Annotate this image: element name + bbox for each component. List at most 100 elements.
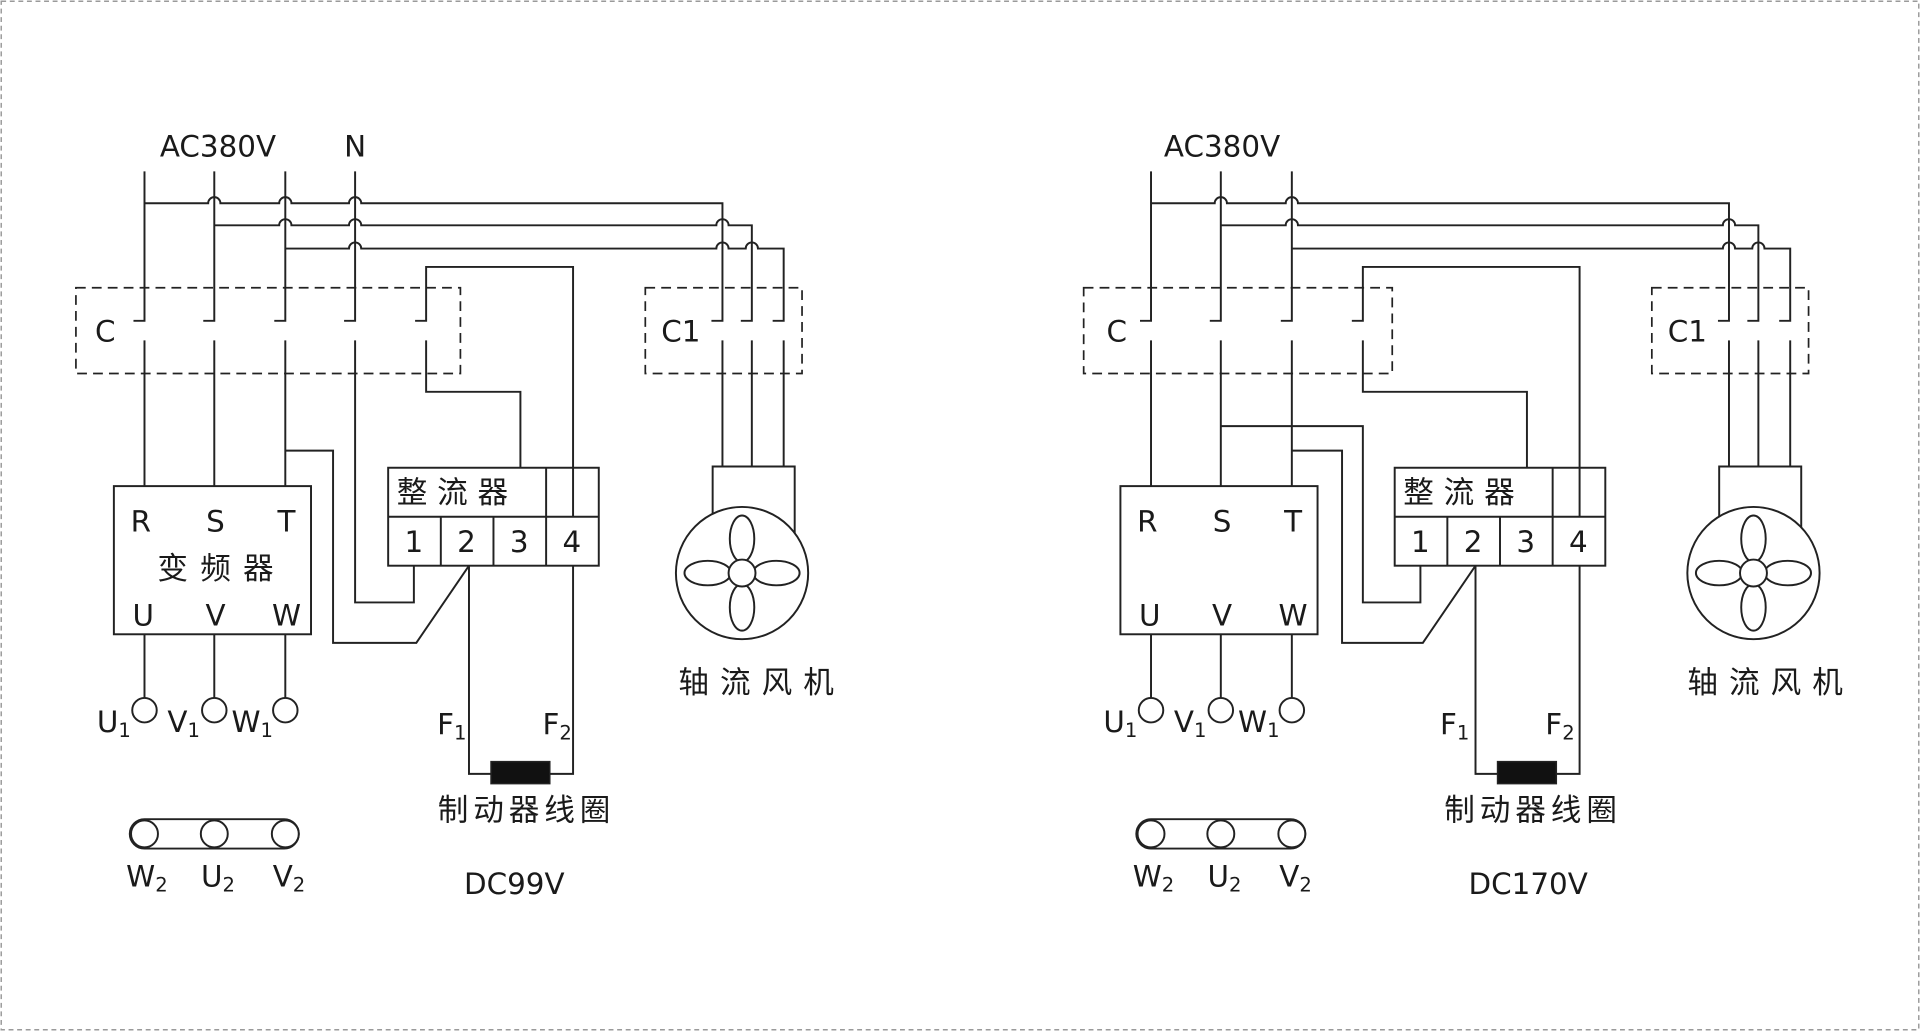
- terminal-w2-sub: 2: [1162, 873, 1174, 896]
- rectifier-switch-wire-lower: [1361, 340, 1528, 468]
- terminal-w2-label: W2: [1133, 860, 1175, 897]
- coil-terminal-f2-label: F2: [1545, 708, 1574, 745]
- brake-coil-label: 制动器线圈: [1444, 793, 1622, 828]
- phase-r-wire-upper: [133, 171, 146, 322]
- terminal-v1-base: V: [1174, 705, 1194, 739]
- fan-feed-s-wire: [214, 218, 753, 322]
- coil-f2-base: F: [542, 708, 559, 742]
- terminal-w2-circle: [1136, 819, 1166, 849]
- contactor-c1-label: C1: [661, 315, 700, 349]
- terminal-w1-sub: 1: [1267, 719, 1279, 742]
- inverter-output-w: W: [272, 599, 301, 633]
- fan-feed-s-wire: [1220, 218, 1760, 322]
- rectifier-terminal-3: 3: [1516, 525, 1535, 559]
- terminal-u2-circle: [1206, 819, 1236, 849]
- fan-blade-left: [683, 559, 732, 587]
- terminal-u2-label: U2: [1207, 860, 1241, 897]
- contactor-c-box: [1082, 286, 1394, 375]
- fan-blade-right: [1763, 559, 1812, 587]
- fan-blade-bottom: [1740, 583, 1767, 632]
- fan-hub: [1739, 558, 1768, 588]
- brake-coil-symbol: [1496, 760, 1558, 785]
- terminal-w1-circle: [1278, 696, 1306, 724]
- terminal-u1-circle: [131, 696, 158, 724]
- fan-blade-left: [1694, 559, 1744, 587]
- contactor-c-label: C: [1106, 315, 1127, 349]
- rectifier-terminal-3: 3: [510, 525, 529, 559]
- terminal-v1-circle: [1207, 696, 1235, 724]
- rectifier-switch-wire-lower: [425, 340, 522, 468]
- inverter-output-u: U: [1139, 599, 1161, 633]
- fan-hub: [727, 558, 757, 588]
- terminal-v2-label: V2: [1279, 860, 1312, 897]
- coil-f1-sub: 1: [1457, 722, 1469, 745]
- fan-blade-top: [728, 514, 756, 564]
- inverter-output-u: U: [133, 599, 155, 633]
- fan-terminal-box: [1718, 465, 1803, 539]
- inverter-input-s: S: [1213, 504, 1232, 538]
- coil-terminal-f2-label: F2: [542, 708, 571, 745]
- rectifier-switch-wire-upper: [1351, 265, 1581, 517]
- terminal-v1-sub: 1: [187, 719, 199, 742]
- terminal-v2-sub: 2: [1299, 873, 1311, 896]
- inverter-input-t: T: [1283, 504, 1303, 538]
- contactor-c-label: C: [95, 315, 116, 349]
- coil-voltage-label: DC99V: [464, 867, 565, 901]
- contactor-c1-box: [644, 286, 803, 375]
- phase-r-wire-upper: [1140, 171, 1152, 322]
- phase-t-to-rectifier-wire: [285, 449, 470, 644]
- coil-terminal-f1-label: F1: [1440, 708, 1469, 745]
- brake-coil-wire-f2: [1556, 565, 1581, 775]
- terminal-u2-label: U2: [201, 860, 235, 897]
- left-wiring-diagram: AC380V N C C1 R S T 变频器 U: [75, 130, 845, 901]
- neutral-label: N: [344, 130, 366, 164]
- rectifier-cell-dividers: [388, 467, 599, 566]
- coil-terminal-f1-label: F1: [437, 708, 466, 745]
- terminal-w2-label: W2: [126, 860, 168, 897]
- inverter-box: [1119, 485, 1319, 636]
- inverter-title: 变频器: [157, 552, 286, 587]
- fan-terminal-box: [711, 465, 796, 539]
- inverter-output-v: V: [1212, 599, 1232, 633]
- phase-t-wire-upper: [1280, 171, 1293, 322]
- coil-f1-base: F: [437, 708, 454, 742]
- inverter-output-leads: [1150, 634, 1293, 698]
- terminal-w1-base: W: [1238, 705, 1267, 739]
- brake-coil-wire-f1: [1474, 565, 1498, 775]
- inverter-input-t: T: [277, 504, 297, 538]
- terminal-v2-sub: 2: [293, 873, 305, 896]
- brake-coil-wire-f2: [549, 565, 575, 775]
- coil-f1-sub: 1: [454, 722, 466, 745]
- terminal-v2-circle: [270, 819, 300, 849]
- fan-label: 轴流风机: [1687, 666, 1854, 701]
- terminal-v1-circle: [201, 696, 228, 724]
- coil-voltage-label: DC170V: [1469, 867, 1588, 901]
- terminal-u2-base: U: [201, 860, 223, 894]
- rectifier-terminal-2: 2: [1464, 525, 1483, 559]
- phase-s-to-rectifier-wire: [1220, 425, 1422, 604]
- contactor-c-box: [75, 286, 462, 375]
- fan-feed-r-wire: [144, 196, 724, 322]
- rectifier-terminal-2: 2: [457, 525, 476, 559]
- terminal-u1-base: U: [1103, 705, 1125, 739]
- terminal-w1-sub: 1: [261, 719, 273, 742]
- terminal-w2-base: W: [1133, 860, 1162, 894]
- axial-fan-icon: [1686, 465, 1821, 641]
- terminal-v2-base: V: [1279, 860, 1299, 894]
- contactor-c1-box: [1650, 286, 1810, 375]
- phase-s-wire-upper: [1209, 171, 1222, 322]
- rectifier-terminal-1: 1: [405, 525, 424, 559]
- fan-label: 轴流风机: [678, 666, 845, 701]
- brake-coil-wire-f1: [468, 565, 492, 775]
- coil-f2-base: F: [1545, 708, 1562, 742]
- terminal-v1-sub: 1: [1194, 719, 1206, 742]
- neutral-to-rectifier-wire: [354, 340, 415, 604]
- inverter-output-w: W: [1279, 599, 1308, 633]
- terminal-v2-base: V: [273, 860, 293, 894]
- brake-coil-symbol: [490, 760, 551, 785]
- neutral-wire-upper: [344, 171, 357, 322]
- rectifier-switch-wire-upper: [415, 265, 575, 517]
- fan-blade-bottom: [728, 583, 756, 632]
